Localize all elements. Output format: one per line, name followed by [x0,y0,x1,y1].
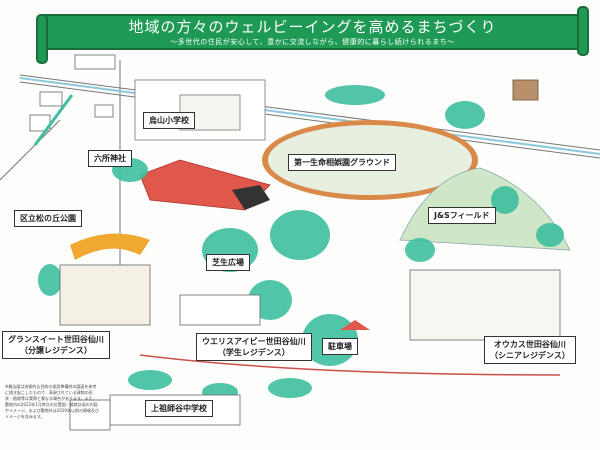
wellsivy-name: ウエリスアイビー世田谷仙川 [202,337,306,346]
waterway [19,77,600,155]
label-rokusho-shrine: 六所神社 [88,150,132,167]
roads [0,60,600,300]
banner-curl-left [36,14,48,64]
label-grandsuite: グランスイート世田谷仙川 （分譲レジデンス） [2,331,110,359]
label-parking: 駐車場 [322,338,358,355]
park-path [70,233,150,260]
label-matsunooka-park: 区立松の丘公園 [14,210,82,227]
banner-subtitle: ～多世代の住民が安心して、豊かに交流しながら、健康的に暮らし続けられるまち～ [170,38,455,46]
label-kamisoshigaya-jhs: 上祖師谷中学校 [145,400,213,417]
site-boundary [139,354,561,376]
grandsuite-name: グランスイート世田谷仙川 [8,335,104,344]
wellsivy-type: （学生レジデンス） [217,348,290,357]
clubhouse-roof [232,185,270,210]
disclaimer-footnote: ※概念図は技術的な目的の仮設準備時の図面を参考に描き起こしたもので、表現されてい… [5,384,99,419]
banner-title: 地域の方々のウェルビーイングを高めるまちづくり [128,18,497,36]
label-karasuyama-elementary: 烏山小学校 [143,112,195,129]
banner-curl-right [577,6,589,56]
elementary-school-block [134,79,266,141]
label-dai-ichi-ground: 第一生命相娯園グラウンド [288,154,396,171]
title-banner: 地域の方々のウェルビーイングを高めるまちづくり ～多世代の住民が安心して、豊かに… [36,6,589,64]
houses-top-left [29,54,116,132]
label-js-field: J&Sフィールド [428,207,496,224]
parking-roof [340,320,370,330]
grandsuite-type: （分譲レジデンス） [20,346,92,355]
label-shiba-hiroba: 芝生広場 [206,254,250,271]
tree-line [33,94,74,146]
okakasu-name: オウカス世田谷仙川 [493,340,566,349]
residence-buildings [59,264,561,431]
label-wellsivy: ウエリスアイビー世田谷仙川 （学生レジデンス） [196,333,312,361]
drone-package [512,79,539,101]
okakasu-type: （シニアレジデンス） [490,351,570,360]
label-okakasu: オウカス世田谷仙川 （シニアレジデンス） [484,336,576,364]
